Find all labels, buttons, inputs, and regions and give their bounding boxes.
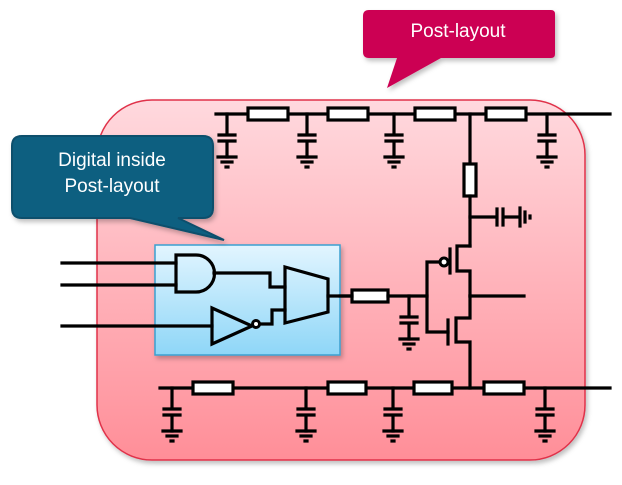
resistor [191,380,235,396]
resistor [412,380,454,396]
and-gate [174,253,217,294]
capacitor-ground [296,112,318,169]
vertical-resistor [462,162,478,198]
top-rc-ladder [214,106,612,122]
resistor [484,106,528,122]
capacitor-ground [398,294,420,351]
resistor [350,288,390,304]
resistor [413,106,457,122]
pmos-transistor [425,244,472,334]
digital-inside-callout-line2: Post-layout [64,176,160,197]
vertical-branch [462,112,478,248]
capacitor-ground [295,386,317,443]
post-layout-callout-text: Post-layout [410,21,506,42]
capacitor-ground [536,112,558,169]
not-gate [210,305,256,347]
input-wires [60,261,214,328]
bottom-rc-ladder [158,380,612,396]
post-layout-callout: Post-layout [363,10,555,88]
digital-inside-callout-line1: Digital inside [58,150,166,171]
capacitor-ground [383,112,405,169]
digital-inside-callout: Digital inside Post-layout [11,135,225,241]
digital-block [154,244,341,356]
capacitor-ground [382,386,404,443]
nmos-transistor [446,294,472,390]
resistor [326,380,368,396]
mux [283,264,330,326]
decoupling-capacitor [468,206,532,228]
resistor [326,106,370,122]
not-output-wire [258,308,287,326]
capacitor-ground [534,386,556,443]
resistor [246,106,290,122]
capacitor-ground [161,386,183,443]
resistor [482,380,526,396]
capacitor-ground [216,112,238,169]
and-output-wire [212,271,287,289]
